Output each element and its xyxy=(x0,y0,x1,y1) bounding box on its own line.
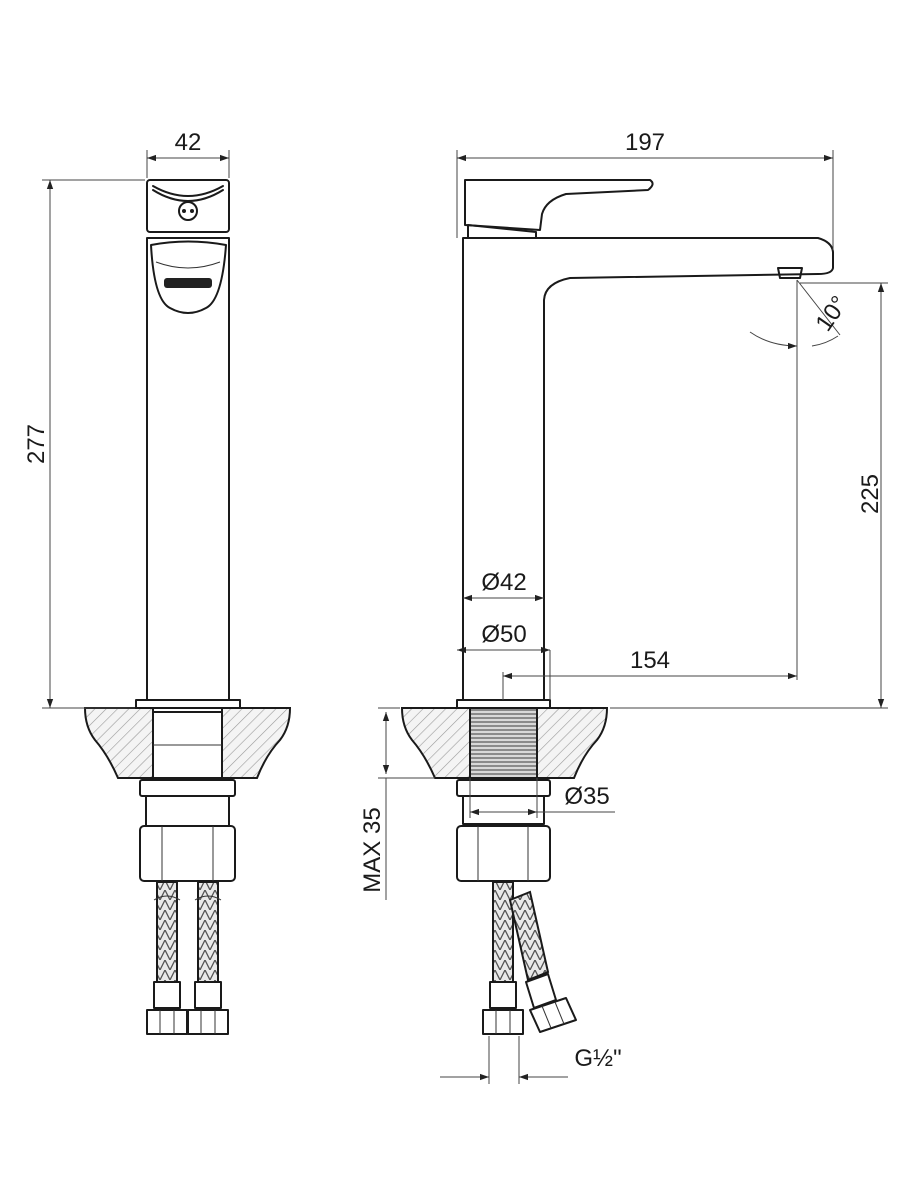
dimension-lines xyxy=(42,150,888,1084)
front-view xyxy=(83,179,292,1035)
front-counter-section xyxy=(83,707,292,779)
dim-side-length: 197 xyxy=(625,129,665,156)
dim-spout-height: 225 xyxy=(857,474,884,514)
front-handle xyxy=(146,179,230,233)
side-handle xyxy=(464,179,654,239)
front-nut xyxy=(139,779,236,882)
front-body xyxy=(135,237,241,709)
dim-base-diameter: Ø50 xyxy=(481,621,526,648)
dim-body-diameter: Ø42 xyxy=(481,569,526,596)
side-view xyxy=(400,179,834,1035)
side-hoses xyxy=(482,881,577,1035)
dim-front-width: 42 xyxy=(175,129,202,156)
dimension-labels: 42 277 197 10° 225 Ø42 Ø50 154 Ø35 MAX 3… xyxy=(23,129,884,1072)
side-nut xyxy=(456,779,551,882)
dim-hose-thread: G½" xyxy=(574,1045,621,1072)
dim-thread-diameter: Ø35 xyxy=(564,783,609,810)
front-hoses xyxy=(146,881,229,1035)
dim-front-height: 277 xyxy=(23,424,50,464)
dim-spout-angle: 10° xyxy=(810,291,853,336)
side-counter-section xyxy=(400,707,609,779)
dim-max-thickness: MAX 35 xyxy=(359,807,386,892)
dim-reach: 154 xyxy=(630,647,670,674)
